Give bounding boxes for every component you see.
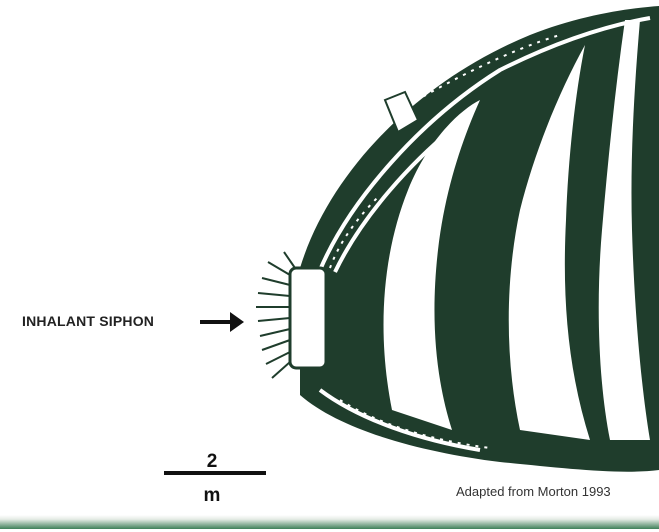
scale-bar-label-line-2: m xyxy=(200,486,224,506)
arrow-right-icon xyxy=(200,312,244,332)
inhalant-siphon-label: INHALANT SIPHON xyxy=(22,313,154,329)
bottom-band xyxy=(0,515,659,529)
scale-bar-label-line-1: 2 xyxy=(200,452,224,472)
inhalant-siphon-opening xyxy=(290,268,326,368)
figure-credit: Adapted from Morton 1993 xyxy=(456,484,611,499)
